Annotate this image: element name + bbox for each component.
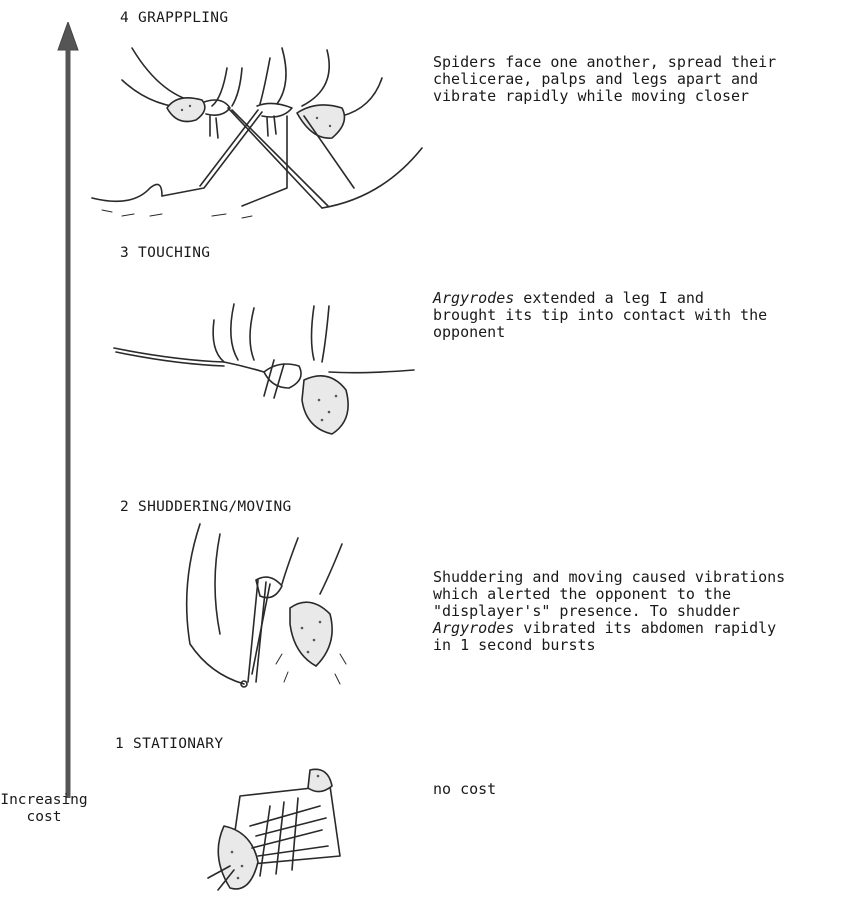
cost-axis-arrow: [56, 22, 80, 802]
stage-title-stationary: 1 STATIONARY: [115, 736, 223, 752]
shuddering-description-text: Shuddering and moving caused vibrations …: [433, 568, 785, 620]
stage-description-stationary: no cost: [433, 781, 496, 798]
stage-title-grappling: 4 GRAPPPLING: [120, 10, 228, 26]
shuddering-spider-illustration: [170, 524, 360, 694]
stage-description-grappling: Spiders face one another, spread their c…: [433, 54, 776, 105]
stage-title-shuddering: 2 SHUDDERING/MOVING: [120, 499, 292, 515]
stage-description-shuddering: Shuddering and moving caused vibrations …: [433, 569, 785, 654]
argyrodes-genus-name: Argyrodes: [433, 289, 514, 307]
stage-description-touching: Argyrodes extended a leg I and brought i…: [433, 290, 767, 341]
grappling-spiders-illustration: [92, 38, 432, 228]
argyrodes-genus-name: Argyrodes: [433, 619, 514, 637]
touching-spider-illustration: [114, 300, 414, 440]
stage-title-touching: 3 TOUCHING: [120, 245, 210, 261]
axis-label: Increasing cost: [0, 792, 88, 826]
stationary-spider-illustration: [200, 766, 360, 896]
